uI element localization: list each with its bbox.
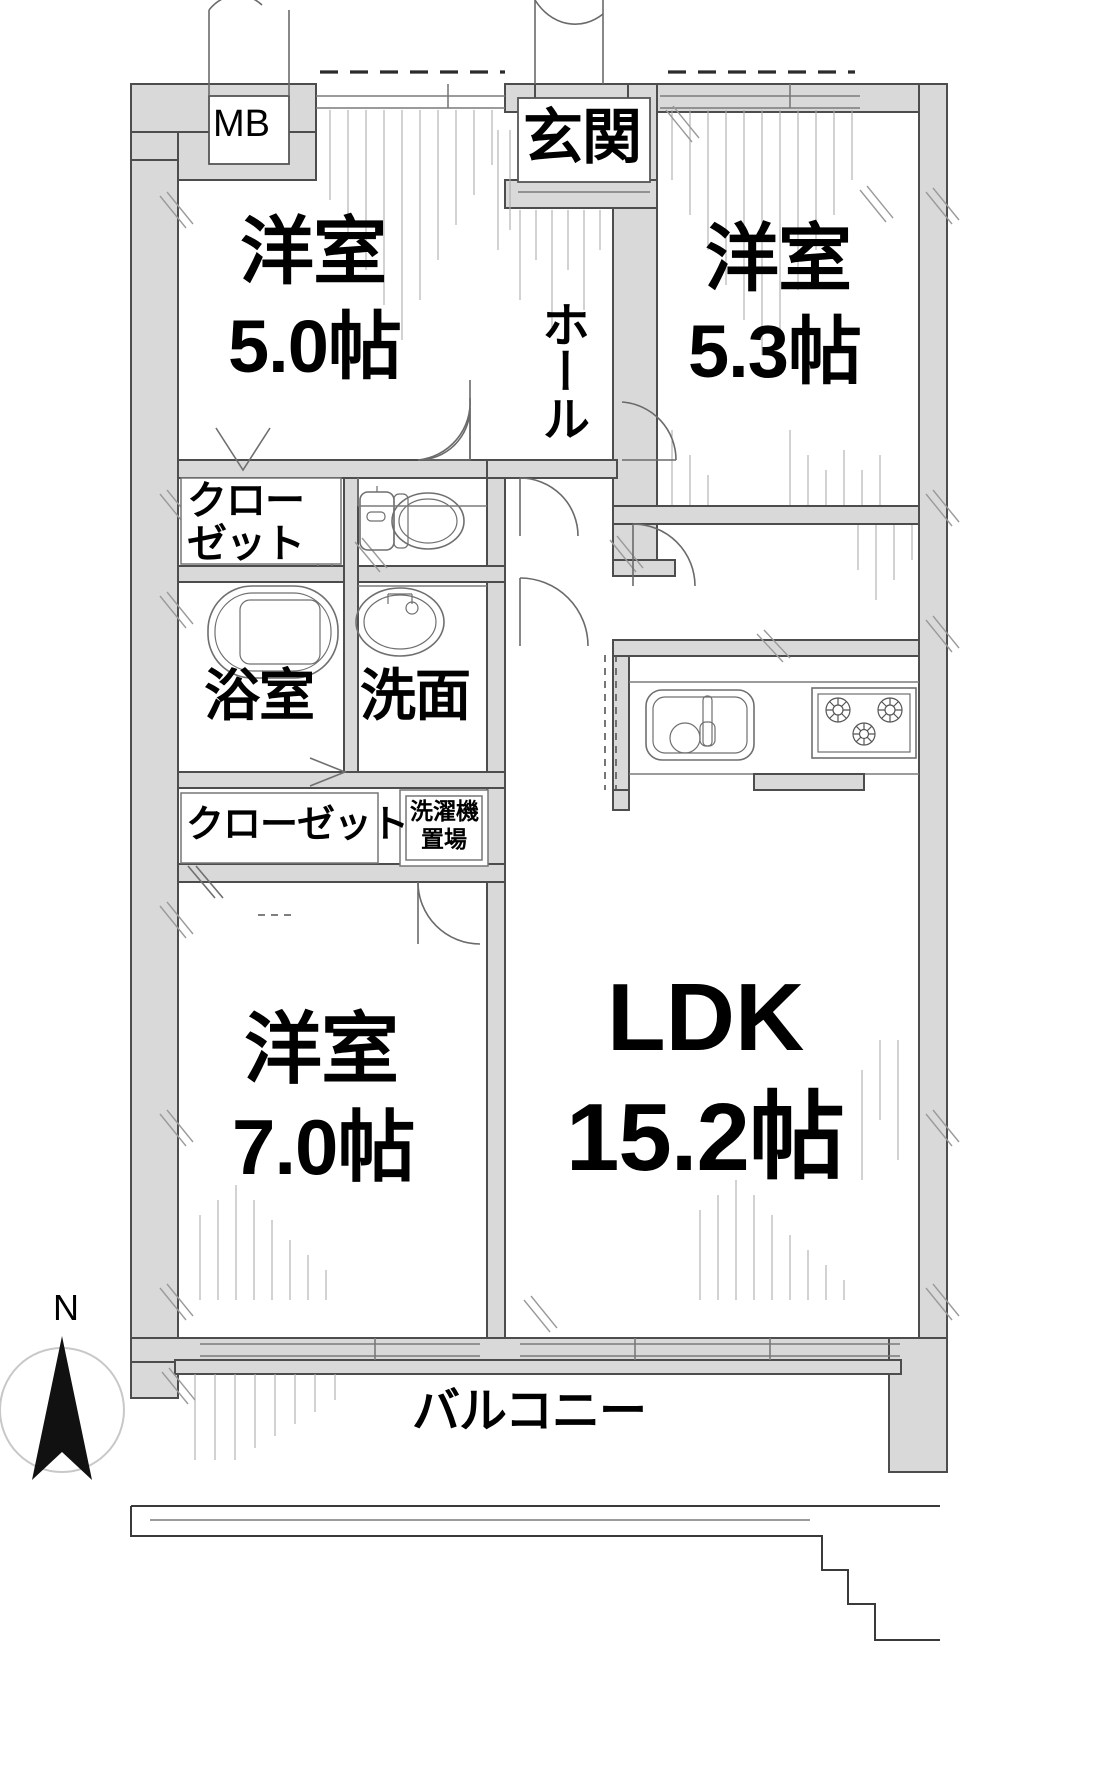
ceiling-hatch-lines [194,110,913,1460]
washbasin-label: 洗面 [360,664,471,727]
door-swings [417,380,696,945]
hall-label: ホール [534,300,587,441]
room-label-washitsu-sw-size: 7.0帖 [232,1103,415,1191]
washer-space-box [399,789,489,867]
balcony-label: バルコニー [412,1385,647,1438]
meter-box-shape [208,0,290,165]
wall-break-ticks [159,105,960,1405]
closet-lower-label: クローゼット [186,804,409,846]
interior-partitions [177,459,920,1339]
room-label-washitsu-nw-size: 5.0帖 [228,305,402,388]
vanity-sink-fixture [355,585,487,657]
bathtub-fixture [207,585,339,679]
burner-glyphs [825,697,903,746]
balcony-windows [200,1338,900,1360]
room-label-ldk-name: LDK [607,964,805,1071]
window-sashes-top [316,70,860,109]
laundry-label-line2: 置場 [421,826,467,852]
bathroom-label: 浴室 [204,664,315,727]
entrance-label: 玄関 [523,104,642,171]
room-label-washitsu-ne-name: 洋室 [705,217,852,300]
room-label-washitsu-nw-name: 洋室 [240,210,387,293]
room-label-washitsu-ne-size: 5.3帖 [688,310,862,393]
closet-upper-label-line2: ゼット [187,522,305,566]
entrance-box [517,0,651,193]
compass-rose [0,1336,125,1480]
balcony-outline [130,1505,940,1641]
toilet-fixture [317,478,487,566]
laundry-label-line1: 洗濯機 [410,798,479,824]
closet-boxes [180,477,379,864]
room-label-washitsu-sw-name: 洋室 [244,1005,399,1093]
room-label-ldk-size: 15.2帖 [566,1084,845,1191]
compass-north-label: N [53,1287,79,1328]
closet-upper-label-line1: クロー [187,479,305,523]
meter-box-label: MB [213,103,270,145]
kitchen-counter [604,655,919,791]
